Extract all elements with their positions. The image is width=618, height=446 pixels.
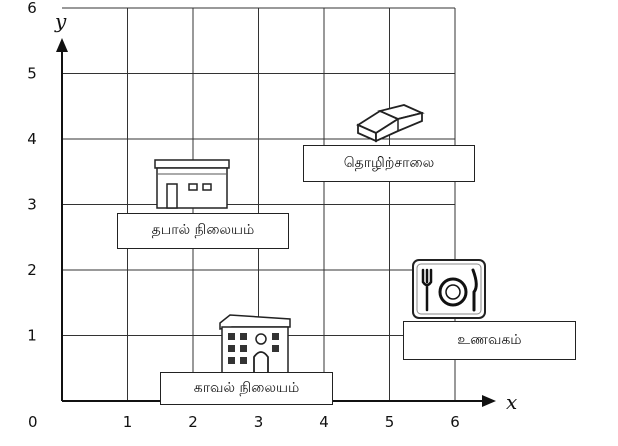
x-tick-label: 4	[319, 413, 329, 431]
y-tick-label: 6	[27, 0, 37, 17]
grid-lines	[62, 7, 456, 401]
factory-icon	[356, 104, 425, 143]
post-office-icon	[154, 159, 230, 209]
post-office-label: தபால் நிலையம்	[117, 213, 289, 249]
origin-label: 0	[28, 413, 38, 431]
y-axis-arrow	[56, 38, 68, 52]
restaurant-icon	[412, 259, 486, 319]
y-tick-label: 3	[27, 196, 37, 214]
y-tick-label: 5	[27, 65, 37, 83]
police-station-icon	[219, 314, 291, 376]
x-axis-label: x	[506, 390, 517, 414]
factory-label: தொழிற்சாலை	[303, 145, 475, 182]
x-tick-label: 2	[188, 413, 198, 431]
tick-labels: 1 2 3 4 5 6 1 2 3 4 5 6	[27, 0, 460, 431]
y-axis-label: y	[54, 9, 67, 33]
x-tick-label: 3	[254, 413, 264, 431]
police-station-label: காவல் நிலையம்	[160, 372, 333, 405]
x-axis-arrow	[482, 395, 496, 407]
x-tick-label: 1	[123, 413, 133, 431]
restaurant-label: உணவகம்	[403, 321, 576, 360]
x-tick-label: 5	[385, 413, 395, 431]
y-tick-label: 2	[27, 261, 37, 279]
x-tick-label: 6	[450, 413, 460, 431]
y-tick-label: 4	[27, 130, 37, 148]
y-tick-label: 1	[27, 327, 37, 345]
